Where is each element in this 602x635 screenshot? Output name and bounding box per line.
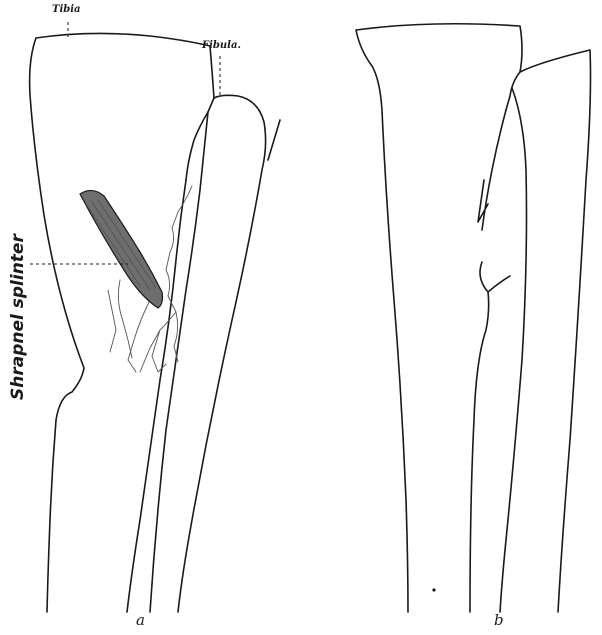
- panel-b-label: b: [494, 611, 504, 629]
- fibula-label: Fibula.: [202, 40, 241, 51]
- fibula-outline-b: [520, 50, 591, 612]
- tibia-outline-b: [356, 24, 522, 612]
- fibula-inner-edge-a: [150, 112, 208, 612]
- fibula-outline-a: [178, 95, 266, 612]
- panel-a-label: a: [136, 611, 145, 629]
- shrapnel-splinter-label: Shrapnel splinter: [8, 234, 28, 400]
- panel-a-drawing: [30, 22, 280, 612]
- tibia-callus-b: [470, 110, 510, 612]
- panel-b-drawing: [356, 24, 591, 612]
- fibula-inner-b: [500, 88, 527, 612]
- fibula-outer-line-a: [268, 120, 280, 160]
- ink-dot: [432, 588, 435, 591]
- tibia-label: Tibia: [52, 4, 81, 15]
- tibia-outline-a: [30, 33, 214, 612]
